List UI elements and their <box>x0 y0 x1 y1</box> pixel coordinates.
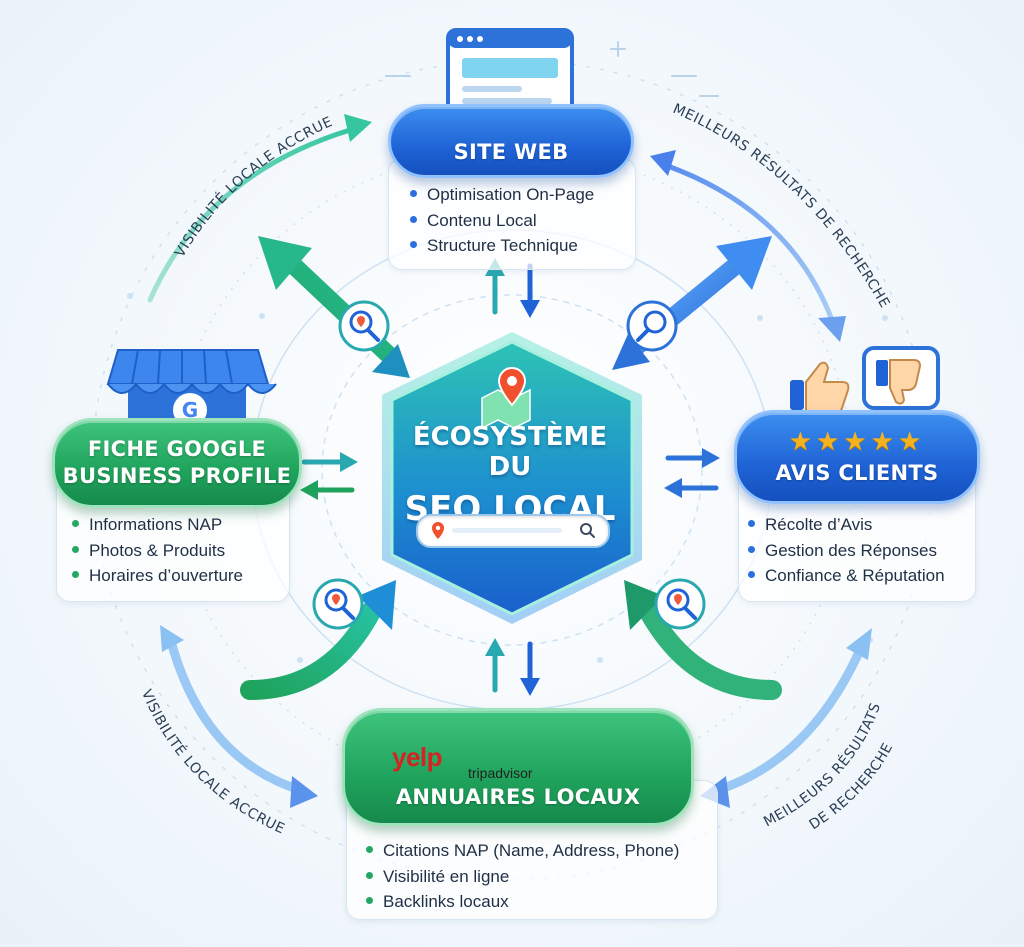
search-magnifier-icon <box>312 578 364 630</box>
tripadvisor-wordmark: tripadvisor <box>468 765 533 781</box>
star-icon: ★ <box>843 425 871 456</box>
svg-text:G: G <box>182 398 198 422</box>
search-magnifier-icon <box>338 300 390 352</box>
list-item: Visibilité en ligne <box>366 864 679 890</box>
rating-stars: ★★★★★ <box>789 428 926 454</box>
avis-list: Récolte d’Avis Gestion des Réponses Conf… <box>748 512 945 589</box>
label-visibilite-bottom-left: Visibilité locale accrue <box>138 687 287 837</box>
curve-arrow-top-right <box>650 150 846 342</box>
avis-title: Avis Clients <box>775 460 939 485</box>
avis-node[interactable]: ★★★★★ Avis Clients <box>734 410 980 504</box>
label-resultats-top-right: Meilleurs résultats de recherche <box>670 101 892 311</box>
browser-icon <box>446 28 574 124</box>
curve-arrow-bottom-left <box>160 625 318 808</box>
site-web-title: Site Web <box>453 139 569 164</box>
annuaires-list: Citations NAP (Name, Address, Phone) Vis… <box>366 838 679 915</box>
list-item: Backlinks locaux <box>366 889 679 915</box>
list-item: Récolte d’Avis <box>748 512 945 538</box>
list-item: Gestion des Réponses <box>748 538 945 564</box>
list-item: Confiance & Réputation <box>748 563 945 589</box>
search-magnifier-icon <box>626 300 678 352</box>
center-title-line1: Écosystème du <box>412 422 608 482</box>
list-item: Horaires d’ouverture <box>72 563 243 589</box>
double-arrow-left <box>300 452 358 500</box>
google-title-line1: Fiche Google <box>87 437 267 461</box>
search-bar-graphics <box>432 522 595 539</box>
star-icon: ★ <box>816 425 844 456</box>
list-item: Informations NAP <box>72 512 243 538</box>
label-visibilite-top-left: Visibilité locale accrue <box>172 114 335 260</box>
star-icon: ★ <box>897 425 926 456</box>
double-arrow-bottom <box>485 638 540 696</box>
map-pin-icon <box>481 366 531 430</box>
star-icon: ★ <box>788 425 817 456</box>
list-item: Contenu Local <box>410 208 594 234</box>
list-item: Structure Technique <box>410 233 594 259</box>
sparkle-marks <box>385 41 719 97</box>
yelp-wordmark: yelp <box>392 742 443 772</box>
star-icon: ★ <box>870 425 898 456</box>
site-web-list: Optimisation On-Page Contenu Local Struc… <box>410 182 594 259</box>
annuaires-node[interactable]: Annuaires Locaux <box>342 708 694 826</box>
search-magnifier-icon <box>654 578 706 630</box>
curve-arrow-top-left <box>147 114 372 303</box>
list-item: Citations NAP (Name, Address, Phone) <box>366 838 679 864</box>
google-node[interactable]: Fiche Google Business Profile <box>52 418 302 508</box>
site-web-node[interactable]: Site Web <box>388 104 634 178</box>
thumbs-down-icon <box>862 346 940 420</box>
google-list: Informations NAP Photos & Produits Horai… <box>72 512 243 589</box>
double-arrow-top <box>485 258 540 318</box>
list-item: Optimisation On-Page <box>410 182 594 208</box>
google-title-line2: Business Profile <box>62 464 292 488</box>
diagonal-arrow-bottom-left <box>240 580 396 700</box>
diagonal-arrow-bottom-right <box>624 580 782 700</box>
diagonal-arrow-top-right <box>612 236 772 370</box>
double-arrow-right <box>664 448 720 498</box>
annuaires-title: Annuaires Locaux <box>395 785 641 809</box>
thumbs-up-icon <box>790 361 850 415</box>
list-item: Photos & Produits <box>72 538 243 564</box>
search-bar[interactable] <box>416 514 610 548</box>
